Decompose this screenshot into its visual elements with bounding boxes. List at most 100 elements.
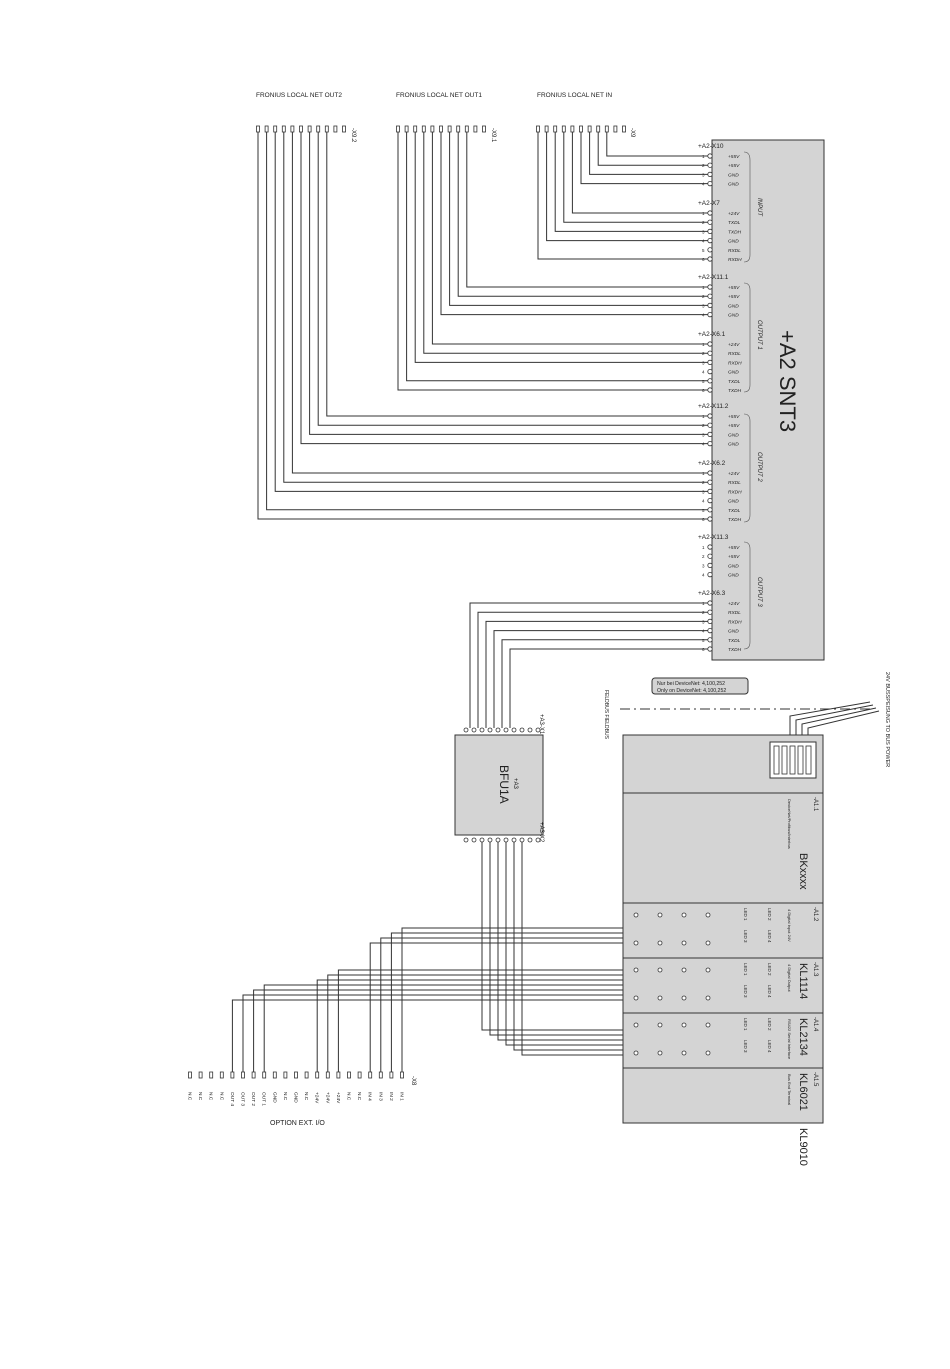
snt3-pin-label: +55V [728, 154, 740, 160]
header-pin [544, 125, 549, 133]
wire [369, 942, 705, 1072]
extio-pin-label: N.C [197, 1092, 203, 1101]
snt3-pin-label: +55V [728, 285, 740, 291]
extio-pin [315, 1071, 320, 1079]
bfu1a-pin [495, 727, 501, 733]
wire [606, 132, 708, 157]
header-pin [333, 125, 338, 133]
wire [327, 974, 705, 1072]
bfu1a-pin [511, 837, 517, 843]
snt3-terminal [707, 497, 713, 504]
wire [554, 132, 708, 232]
wire [397, 132, 708, 391]
module-ref: -A1.4 [812, 1017, 818, 1032]
snt3-terminal [707, 302, 713, 308]
snt3-terminal [707, 359, 713, 365]
extio-pin [262, 1071, 267, 1079]
module-name: KL2134 [797, 1018, 809, 1056]
snt3-terminal [707, 488, 713, 494]
led-label: LED 1 [743, 1018, 748, 1031]
module-ref: -A1.2 [812, 907, 818, 922]
snt3-terminal [707, 571, 713, 578]
terminal [705, 940, 711, 946]
wire [317, 132, 708, 426]
bfu1a-pin [503, 727, 509, 733]
header-pin [281, 125, 286, 133]
header-pin [482, 125, 486, 133]
module-desc: 4 Digital Output [787, 964, 792, 992]
wire [477, 611, 708, 728]
wire [580, 132, 708, 185]
snt3-pin-label: RXDL [728, 351, 741, 357]
snt3-title: +A2 SNT3 [775, 330, 800, 432]
header-pin [256, 125, 260, 133]
led-label: LED 3 [743, 1040, 748, 1053]
snt3-terminal [707, 219, 713, 225]
snt3-terminal-number: 4 [702, 499, 705, 504]
wire [431, 132, 708, 345]
extio-pin-label: +24V [324, 1092, 330, 1104]
bfu1a-pin [535, 727, 541, 733]
wire [589, 132, 708, 175]
snt3-pin-label: GND [728, 172, 739, 178]
header-pin [324, 125, 329, 133]
led-label: LED 2 [767, 1018, 772, 1031]
header-pin [430, 125, 435, 133]
module-name: KL1114 [797, 963, 809, 999]
snt3-group-id: +A2-X6.2 [698, 460, 726, 467]
wire [406, 132, 708, 382]
extio-pin-label: N.C [187, 1092, 193, 1101]
snt3-pin-label: +24V [728, 601, 740, 607]
terminal [657, 995, 663, 1001]
snt3-group-id: +A2-X11.2 [698, 403, 729, 410]
devicenet-note-1: Nur bei DeviceNet: 4,100,252 [657, 681, 725, 687]
terminal [705, 1022, 711, 1028]
terminal [657, 1050, 663, 1056]
snt3-pin-label: +55V [728, 163, 740, 169]
devicenet-note-2: Only on DeviceNet: 4,100,252 [657, 688, 726, 694]
terminal [681, 995, 687, 1001]
wire [597, 132, 708, 166]
extio-pin [219, 1071, 224, 1079]
module-name: BKxxxx [797, 853, 809, 890]
snt3-terminal [707, 646, 713, 652]
terminal [633, 940, 639, 946]
header-pin [290, 125, 295, 133]
extio-pin-label: IN 3 [377, 1092, 383, 1101]
header-pin [613, 125, 618, 133]
wire [485, 620, 708, 728]
terminal [633, 912, 639, 918]
snt3-pin-label: TXDH [728, 388, 742, 394]
wire [291, 132, 708, 474]
extio-pin [294, 1071, 298, 1079]
snt3-terminal-number: 4 [702, 573, 705, 578]
led-label: LED 4 [767, 1040, 772, 1053]
extio-connector: -X8 [410, 1076, 416, 1086]
wire [263, 984, 705, 1072]
extio-pin-label: GND [271, 1092, 277, 1103]
snt3-group-id: +A2-X10 [698, 143, 724, 150]
extio-pin [389, 1071, 394, 1079]
snt3-pin-label: +55V [728, 423, 740, 429]
extio-pin-label: N.C [303, 1092, 309, 1101]
snt3-pin-label: TXDH [728, 647, 742, 653]
wire [231, 999, 705, 1072]
devicenet-terminal [789, 745, 796, 775]
header-pin [579, 125, 583, 133]
bfu1a-pin [511, 727, 517, 733]
snt3-terminal [707, 368, 713, 375]
module-ref: -A1.5 [812, 1072, 818, 1087]
header-pin [596, 125, 601, 133]
wire [283, 132, 708, 483]
snt3-group-id: +A2-X11.1 [698, 274, 729, 281]
led-label: LED 4 [767, 930, 772, 943]
extio-pin [251, 1071, 256, 1079]
input-label: INPUT [756, 198, 762, 217]
wire [457, 132, 708, 297]
snt3-group-id: +A2-X6.1 [698, 331, 726, 338]
connector-x9: -X9 [629, 128, 635, 138]
wire [563, 132, 708, 223]
extio-title: OPTION EXT. I/O [270, 1120, 325, 1127]
snt3-pin-label: TXDL [728, 220, 741, 226]
terminal [705, 995, 711, 1001]
